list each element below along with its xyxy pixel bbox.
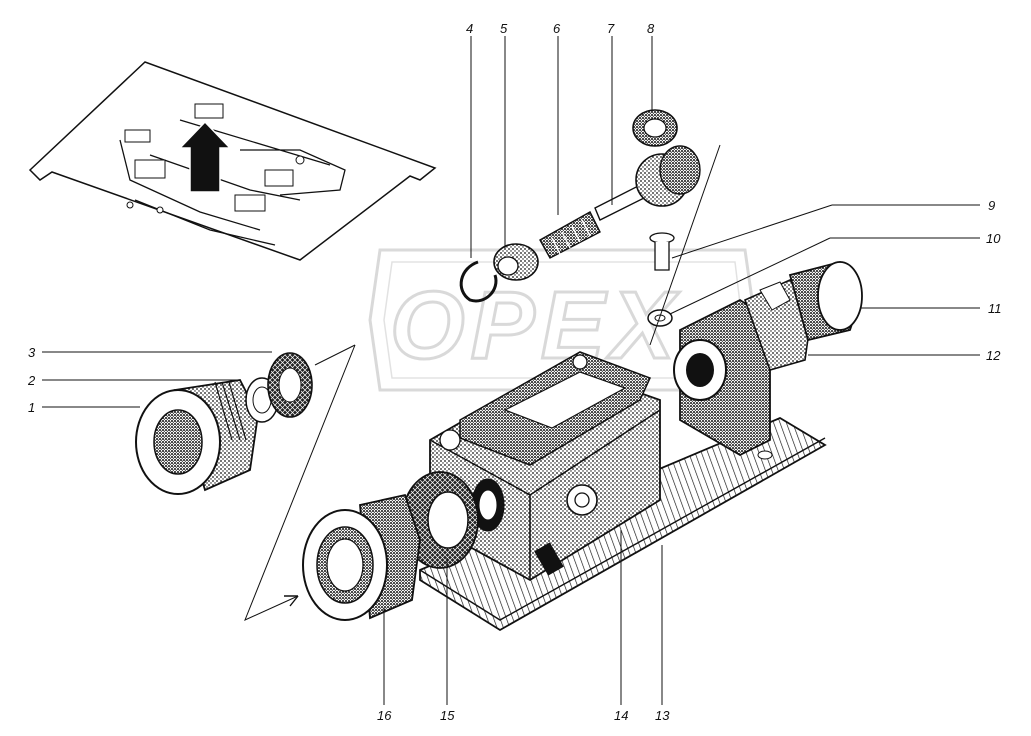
switch-body — [429, 351, 661, 582]
callout-10: 10 — [986, 231, 1001, 246]
callout-11: 11 — [988, 301, 1002, 316]
callout-2: 2 — [27, 373, 36, 388]
callout-4: 4 — [466, 21, 473, 36]
callout-1: 1 — [28, 400, 35, 415]
watermark: OPEX — [368, 248, 757, 392]
cap-nut-16 — [302, 493, 421, 621]
callout-3: 3 — [28, 345, 36, 360]
callout-6: 6 — [553, 21, 561, 36]
screw-9 — [649, 232, 675, 271]
washer-10 — [647, 309, 673, 327]
washer-5 — [493, 243, 539, 281]
union-fitting-left — [135, 352, 313, 495]
retaining-ring-4 — [459, 260, 498, 303]
callout-labels: 4 5 6 7 8 9 10 11 12 3 2 1 16 15 14 13 — [27, 21, 1002, 723]
callout-9: 9 — [988, 198, 995, 213]
callout-5: 5 — [500, 21, 508, 36]
mounting-bracket — [673, 298, 771, 457]
callout-7: 7 — [607, 21, 615, 36]
assembly-arrows — [244, 144, 721, 621]
callout-13: 13 — [655, 708, 670, 723]
spring-6 — [539, 211, 601, 259]
callout-12: 12 — [986, 348, 1001, 363]
location-arrow-icon — [178, 120, 232, 193]
callout-16: 16 — [377, 708, 392, 723]
callout-14: 14 — [614, 708, 628, 723]
seal-ring-8 — [632, 109, 678, 147]
watermark-text: OPEX — [390, 272, 681, 379]
callout-8: 8 — [647, 21, 655, 36]
leader-lines — [42, 36, 980, 705]
union-fitting-right — [743, 260, 863, 371]
callout-15: 15 — [440, 708, 455, 723]
vehicle-frame-inset — [28, 61, 437, 261]
arrow-head-icon — [284, 595, 299, 607]
plunger-7 — [594, 145, 701, 221]
